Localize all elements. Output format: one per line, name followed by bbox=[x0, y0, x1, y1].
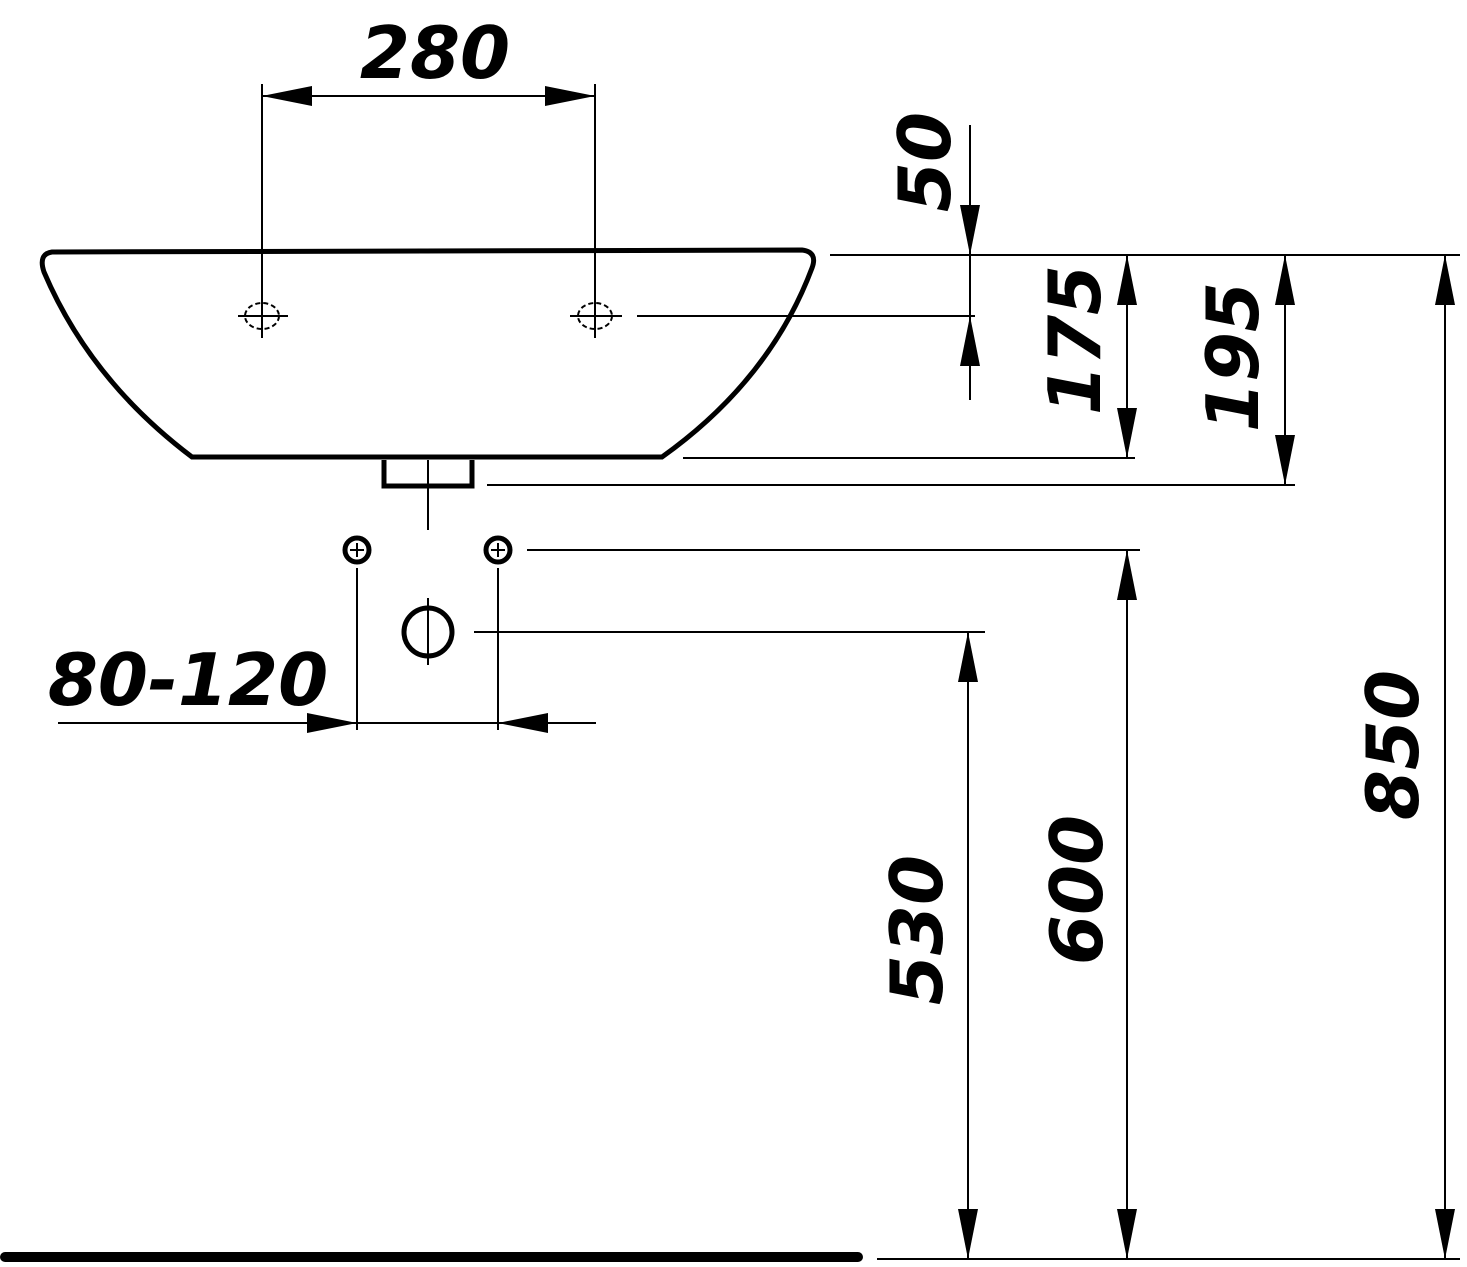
basin-outline bbox=[39, 247, 817, 460]
dimension-50: 50 bbox=[883, 112, 980, 400]
label-280: 280 bbox=[360, 11, 510, 95]
label-195: 195 bbox=[1191, 282, 1275, 432]
supply-point-right bbox=[483, 535, 513, 730]
label-530: 530 bbox=[875, 855, 959, 1005]
dimension-195: 195 bbox=[1191, 255, 1295, 485]
dimension-530: 530 bbox=[875, 632, 978, 1259]
dimension-175: 175 bbox=[1033, 255, 1137, 458]
waste-outlet bbox=[381, 460, 475, 530]
dimension-850: 850 bbox=[1351, 255, 1455, 1259]
label-600: 600 bbox=[1035, 815, 1119, 965]
waste-pipe-point bbox=[401, 598, 985, 665]
dimension-600: 600 bbox=[1035, 550, 1137, 1259]
label-175: 175 bbox=[1033, 265, 1117, 415]
label-850: 850 bbox=[1351, 670, 1435, 820]
supply-point-left bbox=[342, 535, 372, 730]
dimension-supply-spacing: 80-120 bbox=[48, 638, 596, 733]
label-80-120: 80-120 bbox=[48, 638, 328, 722]
label-50: 50 bbox=[883, 112, 967, 212]
dimension-tap-spacing: 280 bbox=[261, 11, 596, 338]
